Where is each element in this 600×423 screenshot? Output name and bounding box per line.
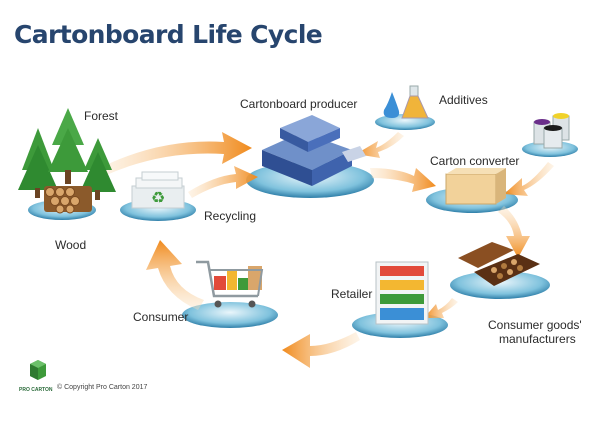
label-consumer: Consumer <box>133 310 189 324</box>
arrow-forest-to-producer <box>100 132 252 176</box>
label-additives: Additives <box>439 93 488 107</box>
chocolate-box-icon <box>458 242 540 286</box>
arrow-consumer-to-recycling <box>146 240 204 310</box>
arrow-additives-to-producer <box>356 132 404 158</box>
arrow-producer-to-converter <box>370 168 436 192</box>
label-manufacturers-2: manufacturers <box>499 332 576 346</box>
pro-carton-logo-icon <box>30 360 46 380</box>
carton-sheet-icon <box>445 168 506 205</box>
page-title: Cartonboard Life Cycle <box>14 20 323 49</box>
arrow-manufacturers-to-retailer <box>424 298 458 318</box>
wood-logs-icon <box>44 186 92 214</box>
forest-trees-icon <box>18 108 116 200</box>
label-producer: Cartonboard producer <box>240 97 358 111</box>
label-forest: Forest <box>84 109 119 123</box>
manufacturers-disc <box>450 271 550 299</box>
label-recycling: Recycling <box>204 209 257 223</box>
svg-text:♻: ♻ <box>151 188 165 207</box>
arrow-converter-to-manufacturers <box>498 206 530 258</box>
arrow-retailer-to-consumer <box>282 332 360 368</box>
label-wood: Wood <box>55 238 87 252</box>
consumer-disc <box>182 302 278 328</box>
logo-text: PRO CARTON <box>19 387 53 393</box>
ink-cans-icon <box>533 113 570 149</box>
label-manufacturers-1: Consumer goods' <box>488 318 582 332</box>
copyright-text: © Copyright Pro Carton 2017 <box>57 384 148 391</box>
label-converter: Carton converter <box>430 154 520 168</box>
inks-disc <box>522 141 578 157</box>
arrow-inks-to-converter <box>504 162 554 196</box>
additives-flask-icon <box>383 85 429 119</box>
factory-icon <box>262 115 366 186</box>
recycling-paper-icon: ♻ <box>131 171 185 209</box>
retail-shelf-icon <box>375 261 429 325</box>
label-retailer: Retailer <box>331 287 373 301</box>
arrow-recycling-to-producer <box>188 166 258 198</box>
shopping-cart-icon <box>196 260 264 308</box>
